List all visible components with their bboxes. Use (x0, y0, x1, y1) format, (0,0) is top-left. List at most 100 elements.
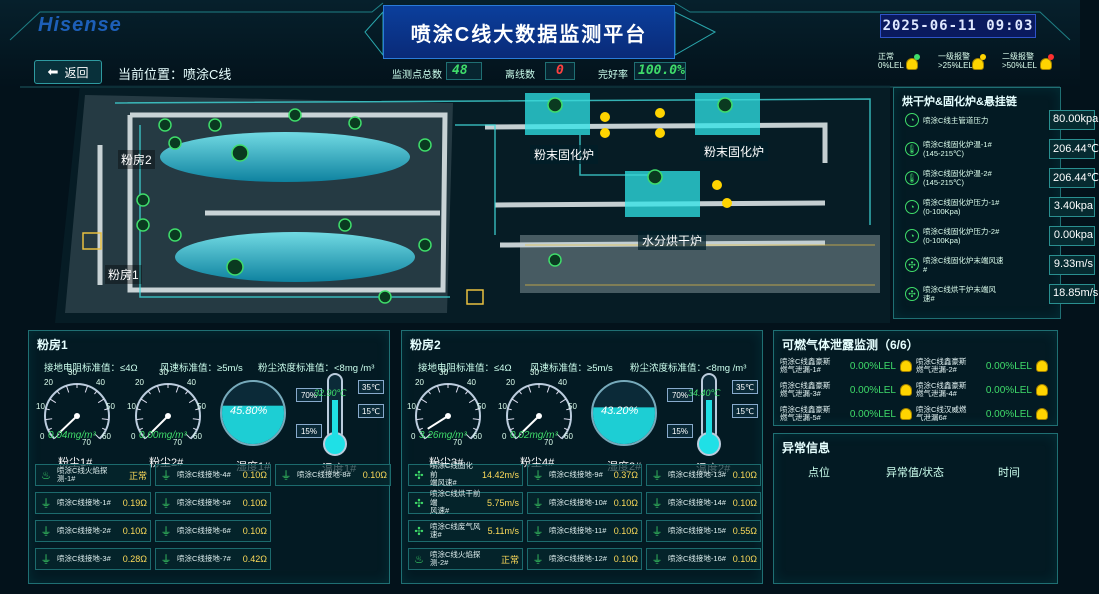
fan-icon: ✣ (905, 258, 919, 272)
alarm-bulb-icon (1036, 384, 1048, 396)
sensor-cell-value: 0.10Ω (242, 526, 267, 536)
flame-icon: ♨ (414, 553, 424, 566)
sensor-cell-label: 喷涂C线接地-7# (177, 553, 231, 563)
map-label-room2[interactable]: 粉房2 (118, 150, 155, 169)
gas-sensor-label: 喷涂C线汉威燃 气泄漏6# (916, 404, 967, 422)
sensor-cell-label: 喷涂C线固化前 端风速# (430, 461, 473, 488)
sensor-cell[interactable]: ⏚喷涂C线接地-14#0.10Ω (646, 492, 761, 514)
gauge-tick-label: 0 (40, 432, 45, 441)
sensor-cell[interactable]: ⏚喷涂C线接地-10#0.10Ω (527, 492, 642, 514)
oven-row[interactable]: ✣喷涂C线固化炉末端风速 #9.33m/s (905, 253, 1095, 277)
stat-total-label: 监测点总数 (392, 70, 442, 81)
gauge-tick-label: 20 (506, 378, 515, 387)
map-label-room1[interactable]: 粉房1 (105, 265, 142, 284)
sensor-cell-label: 喷涂C线废气风 速# (430, 521, 481, 539)
oven-row[interactable]: 🌡喷涂C线固化炉温-2# (145-215℃)206.44℃ (905, 166, 1099, 190)
sensor-cell[interactable]: ⏚喷涂C线接地-5#0.10Ω (155, 492, 271, 514)
gauge-tick-label: 30 (530, 368, 539, 377)
sensor-cell-value: 14.42m/s (481, 470, 519, 480)
gas-sensor-value: 0.00%LEL (985, 408, 1032, 420)
gauge-tick-label: 0 (131, 432, 136, 441)
sensor-cell[interactable]: ⏚喷涂C线接地-13#0.10Ω (646, 464, 761, 486)
sensor-cell[interactable]: ⏚喷涂C线接地-15#0.55Ω (646, 520, 761, 542)
map-label-dryer[interactable]: 水分烘干炉 (638, 231, 707, 250)
gauge-tick-label: 10 (127, 402, 136, 411)
temperature-value: 32.90℃ (314, 388, 347, 398)
alarm-bulb-icon (900, 408, 912, 420)
sensor-cell-label: 喷涂C线接地-9# (549, 469, 603, 479)
humidity-lo-tag: 15% (667, 424, 693, 438)
ground-icon: ⏚ (160, 470, 172, 482)
sensor-cell[interactable]: ⏚喷涂C线接地-9#0.37Ω (527, 464, 642, 486)
gas-sensor-item[interactable]: 喷涂C线鑫豪斯 燃气泄漏-3#0.00%LEL (780, 376, 914, 404)
gauge-icon: ◔ (905, 113, 919, 127)
anomaly-col-time: 时间 (998, 467, 1020, 479)
map-label-oven2[interactable]: 粉末固化炉 (700, 142, 769, 161)
sensor-cell-label: 喷涂C线接地-8# (297, 469, 351, 479)
page-title: 喷涂C线大数据监测平台 (383, 5, 675, 59)
sensor-cell-value: 0.19Ω (122, 498, 147, 508)
legend-level2: 二级报警>50%LEL (1002, 52, 1037, 70)
anomaly-panel: 异常信息 (773, 433, 1058, 584)
sensor-cell[interactable]: ✣喷涂C线废气风 速#5.11m/s (408, 520, 523, 542)
gas-sensor-item[interactable]: 喷涂C线鑫豪斯 燃气泄漏-2#0.00%LEL (916, 352, 1050, 380)
sensor-cell[interactable]: ✣喷涂C线烘干前端 风速#5.75m/s (408, 490, 523, 515)
room2-std-wind: 风速标准值：≥5m/s (530, 363, 613, 374)
sensor-cell[interactable]: ⏚喷涂C线接地-12#0.10Ω (527, 548, 642, 570)
oven-row[interactable]: ◔喷涂C线固化炉压力-1# (0-100Kpa)3.40kpa (905, 195, 1095, 219)
gauge-value: 0.00mg/m³ (139, 430, 187, 441)
sensor-cell[interactable]: ⏚喷涂C线接地-11#0.10Ω (527, 520, 642, 542)
oven-row[interactable]: ✣喷涂C线烘干炉末端风 速#18.85m/s (905, 282, 1098, 306)
room2-title: 粉房2 (410, 338, 441, 352)
sensor-cell[interactable]: ⏚喷涂C线接地-4#0.10Ω (155, 464, 271, 486)
ground-icon: ⏚ (160, 554, 172, 566)
sensor-cell[interactable]: ♨喷涂C线火焰探 测-2#正常 (408, 548, 523, 570)
room1-std-dust: 粉尘浓度标准值：<8mg /m³ (258, 363, 375, 374)
gauge-tick-label: 70 (173, 438, 182, 447)
oven-row-label: 喷涂C线固化炉温-1# (145-215℃) (923, 140, 992, 158)
gas-sensor-item[interactable]: 喷涂C线鑫豪斯 燃气泄漏-1#0.00%LEL (780, 352, 914, 380)
gas-sensor-label: 喷涂C线鑫豪斯 燃气泄漏-5# (780, 404, 831, 422)
room2-std-ground: 接地电阻标准值：≤4Ω (418, 363, 512, 374)
spray-booth-2 (175, 232, 415, 282)
sensor-cell[interactable]: ⏚ 喷涂C线接地-1# 0.19Ω (35, 492, 151, 514)
stat-rate-value: 100.0% (638, 63, 685, 78)
sensor-cell-value: 正常 (500, 554, 519, 565)
sensor-cell-value: 5.11m/s (487, 526, 519, 536)
sensor-cell-label: 喷涂C线接地-1# (57, 497, 111, 507)
ground-icon: ⏚ (40, 526, 52, 538)
sensor-cell[interactable]: ⏚喷涂C线接地-2#0.10Ω (35, 520, 151, 542)
gauge-needle (58, 415, 78, 434)
gas-sensor-item[interactable]: 喷涂C线汉威燃 气泄漏6# 0.00%LEL (916, 400, 1050, 428)
gas-sensor-item[interactable]: 喷涂C线鑫豪斯 燃气泄漏-4#0.00%LEL (916, 376, 1050, 404)
gauge-tick-label: 20 (135, 378, 144, 387)
sensor-cell[interactable]: ⏚喷涂C线接地-8#0.10Ω (275, 464, 391, 486)
oven-row-value: 206.44℃ (1053, 172, 1099, 184)
sensor-cell-value: 0.10Ω (242, 470, 267, 480)
map-label-oven1[interactable]: 粉末固化炉 (530, 145, 599, 164)
oven-row[interactable]: 🌡喷涂C线固化炉温-1# (145-215℃)206.44℃ (905, 137, 1099, 161)
ground-icon: ⏚ (532, 554, 544, 566)
gas-sensor-item[interactable]: 喷涂C线鑫豪斯 燃气泄漏-5#0.00%LEL (780, 400, 914, 428)
sensor-cell-value: 0.37Ω (613, 470, 638, 480)
sensor-cell-label: 喷涂C线接地-16# (668, 553, 726, 563)
fan-icon: ✣ (414, 497, 424, 510)
gauge-value: 0.04mg/m³ (48, 430, 96, 441)
anomaly-col-value: 异常值/状态 (886, 467, 945, 479)
sensor-cell[interactable]: ⏚喷涂C线接地-16#0.10Ω (646, 548, 761, 570)
oven-row[interactable]: ◔喷涂C线固化炉压力-2# (0-100Kpa)0.00kpa (905, 224, 1095, 248)
gauge-icon: ◔ (905, 229, 919, 243)
alarm-bulb-icon (900, 384, 912, 396)
ground-icon: ⏚ (160, 526, 172, 538)
gas-sensor-label: 喷涂C线鑫豪斯 燃气泄漏-2# (916, 356, 967, 374)
sensor-cell[interactable]: ⏚喷涂C线接地-3#0.28Ω (35, 548, 151, 570)
sensor-cell[interactable]: ✣ 喷涂C线固化前 端风速# 14.42m/s (408, 461, 523, 488)
ground-icon: ⏚ (40, 498, 52, 510)
sensor-cell[interactable]: ⏚喷涂C线接地-7#0.42Ω (155, 548, 271, 570)
fan-icon: ✣ (414, 469, 424, 482)
back-button[interactable]: ⬅ 返回 (34, 60, 102, 84)
sensor-cell[interactable]: ⏚喷涂C线接地-6#0.10Ω (155, 520, 271, 542)
sensor-cell[interactable]: ♨喷涂C线火焰探 测-1#正常 (35, 464, 151, 486)
spray-booth-1 (160, 132, 410, 182)
